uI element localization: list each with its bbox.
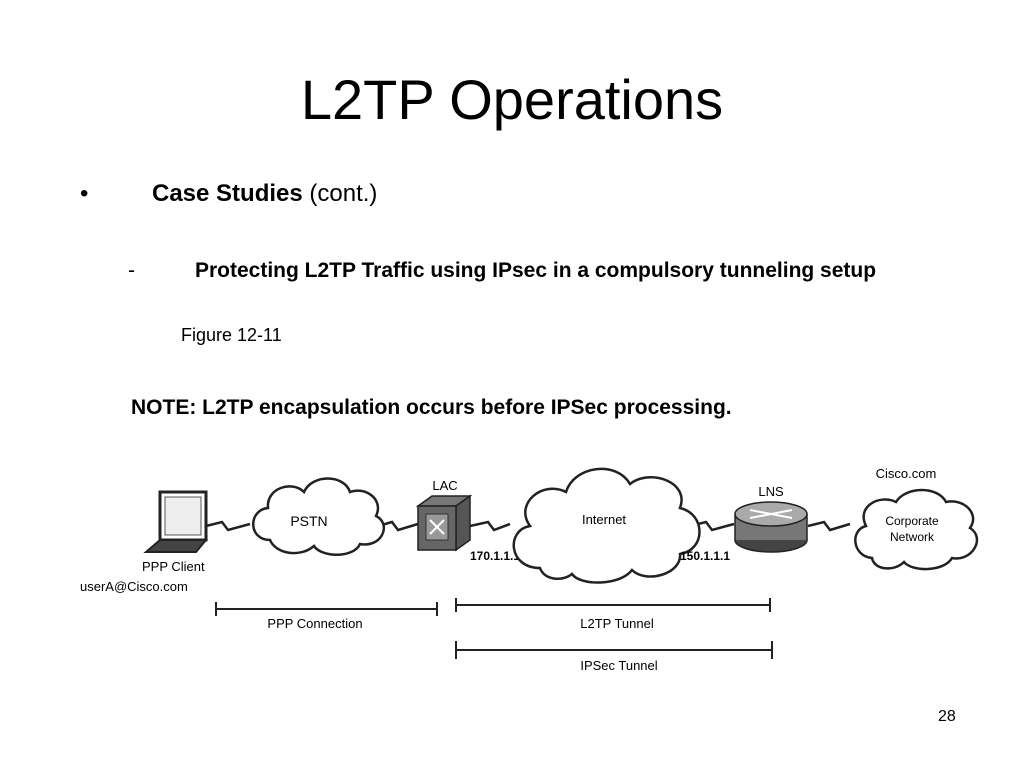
- ppp-client-label: PPP Client: [142, 559, 205, 574]
- note-text: NOTE: L2TP encapsulation occurs before I…: [131, 396, 732, 419]
- corporate-label-line1: Corporate: [885, 514, 939, 528]
- figure-caption: Figure 12-11: [181, 325, 282, 345]
- case-studies-label: Case Studies: [152, 180, 303, 207]
- ppp-connection-span: [215, 602, 438, 616]
- page-number: 28: [938, 708, 956, 725]
- ipsec-tunnel-span: [455, 641, 773, 659]
- lac-ip-label: 170.1.1.1: [470, 549, 520, 563]
- case-studies-suffix: (cont.): [309, 180, 378, 207]
- l2tp-ipsec-diagram: PSTN LAC 170.1.1.1 Internet LNS 150.1.1.…: [80, 466, 979, 673]
- corporate-cloud-icon: [854, 488, 979, 571]
- dash-marker: -: [128, 259, 135, 282]
- lns-ip-label: 150.1.1.1: [680, 549, 730, 563]
- sub-point: Protecting L2TP Traffic using IPsec in a…: [195, 259, 877, 282]
- l2tp-tunnel-span: [455, 598, 771, 612]
- lac-label: LAC: [432, 478, 457, 493]
- link-lns-corporate: [807, 520, 851, 532]
- ipsec-tunnel-label: IPSec Tunnel: [580, 658, 657, 673]
- link-pstn-lac: [377, 520, 419, 532]
- pstn-label: PSTN: [290, 513, 327, 529]
- pstn-cloud-icon: [252, 477, 386, 556]
- internet-label: Internet: [582, 512, 626, 527]
- internet-cloud-icon: [512, 467, 701, 584]
- lns-router-icon: [734, 501, 808, 553]
- lns-label: LNS: [758, 484, 784, 499]
- bullet-marker: •: [80, 180, 89, 207]
- ppp-connection-label: PPP Connection: [267, 616, 362, 631]
- link-lac-internet: [469, 520, 511, 532]
- corporate-label-line2: Network: [890, 530, 935, 544]
- user-label: userA@Cisco.com: [80, 579, 188, 594]
- link-client-pstn: [205, 520, 251, 532]
- l2tp-tunnel-label: L2TP Tunnel: [580, 616, 654, 631]
- laptop-icon: [143, 490, 209, 553]
- cisco-com-label: Cisco.com: [876, 466, 937, 481]
- lac-device-icon: [415, 494, 473, 552]
- case-studies-heading: Case Studies (cont.): [152, 178, 377, 210]
- slide-title: L2TP Operations: [300, 68, 724, 131]
